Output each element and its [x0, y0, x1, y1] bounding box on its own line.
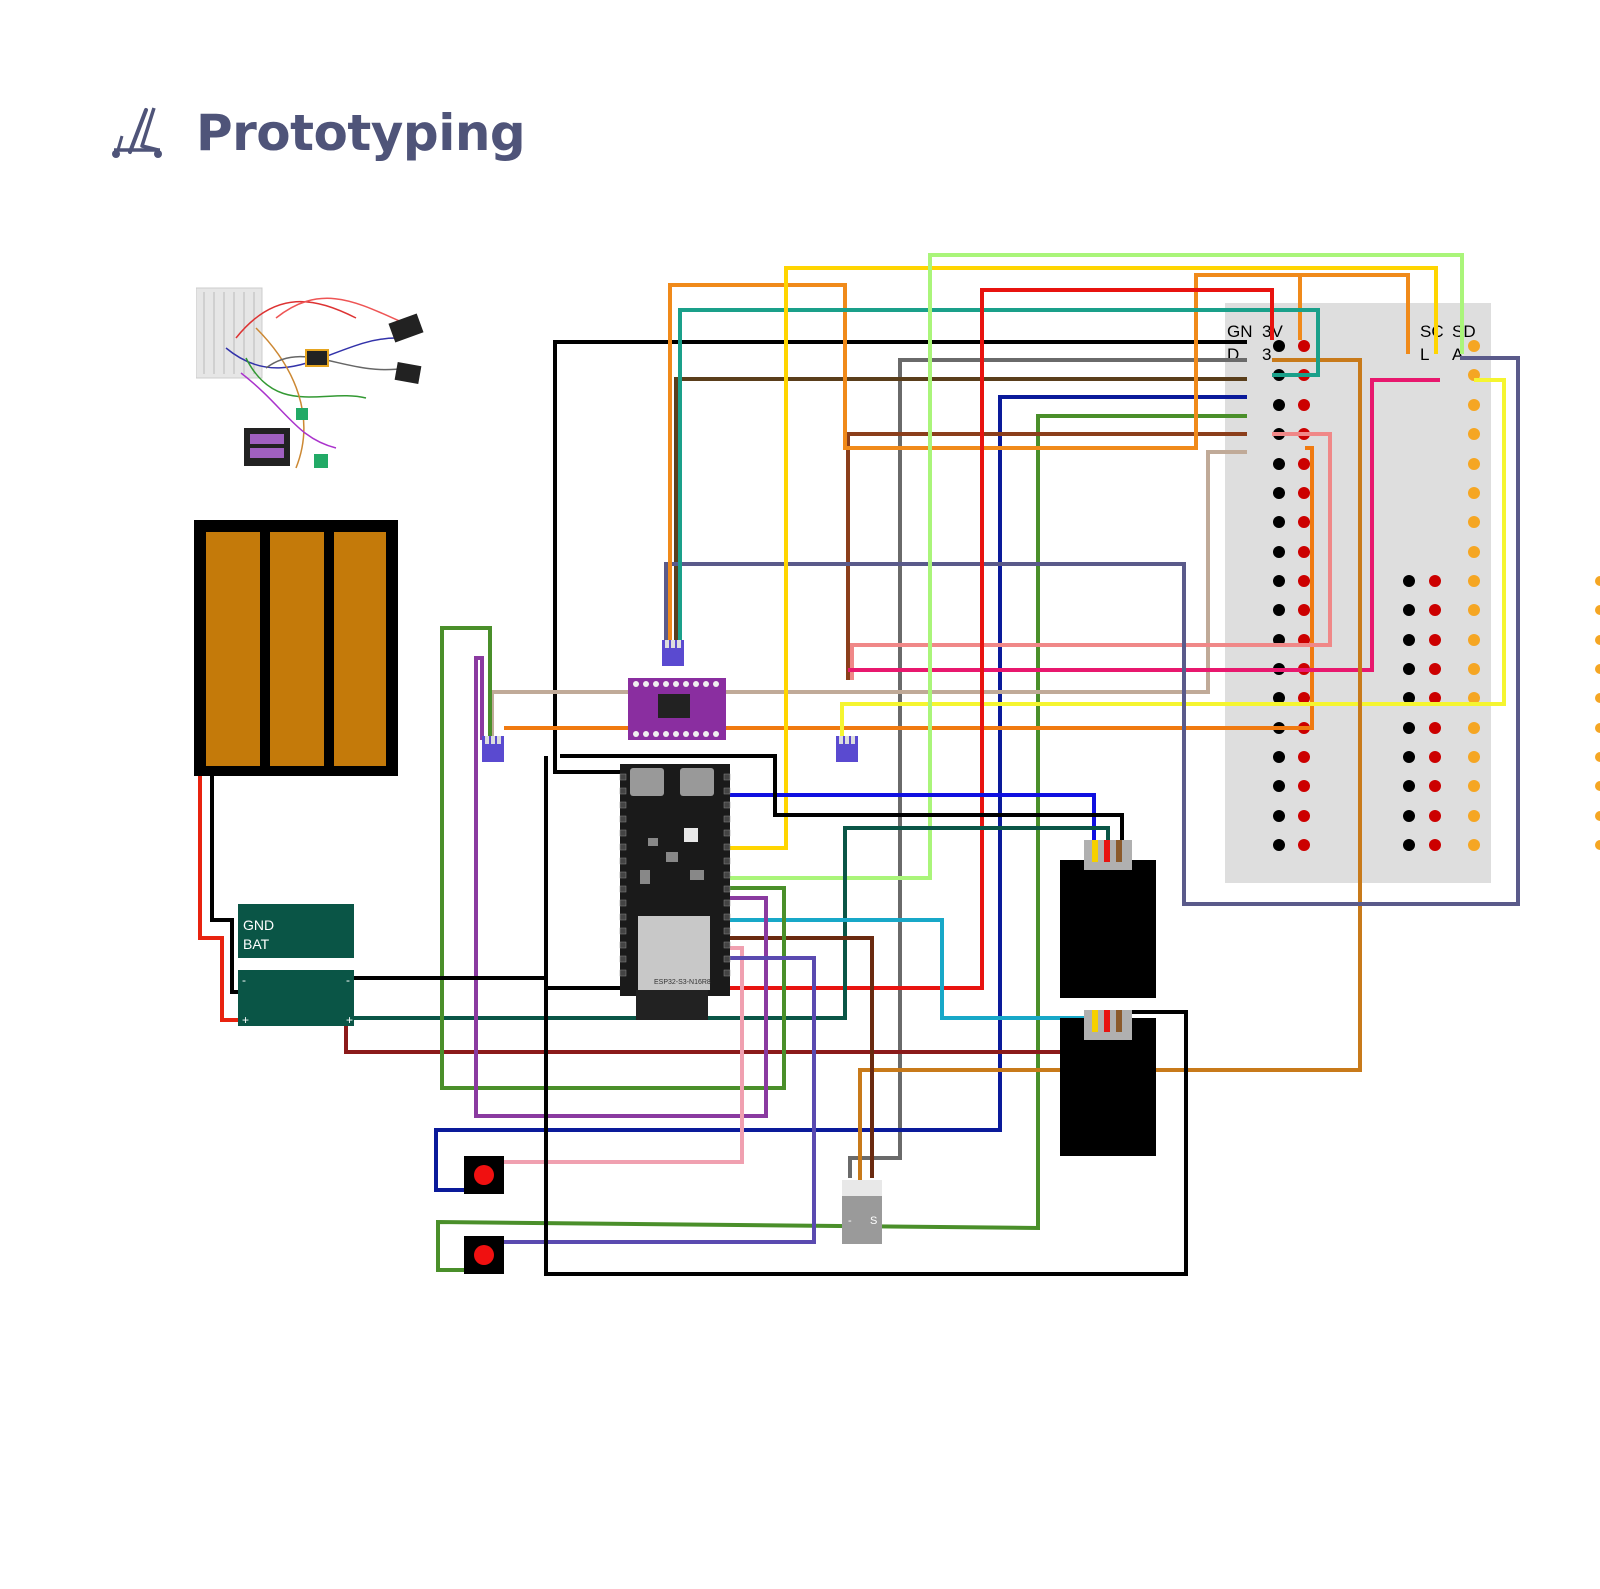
- wires: [198, 253, 1520, 1276]
- connector-top: [662, 640, 684, 666]
- scl-label-2: L: [1420, 345, 1429, 364]
- sensor-breakout-board: [628, 678, 726, 740]
- slate-wire: [664, 356, 1520, 906]
- blue-wire: [730, 793, 1096, 850]
- lavender-wire: [500, 956, 816, 1244]
- yellow-wire: [730, 266, 1438, 850]
- charger-minus-left: -: [242, 973, 246, 987]
- orange-brown-wire: [858, 358, 1362, 1180]
- charger-bat-label: BAT: [243, 936, 270, 952]
- navy-wire: [434, 395, 1247, 1192]
- esp32-chip-label: ESP32-S3-N16R8: [654, 979, 711, 986]
- push-button-bottom: [464, 1236, 504, 1274]
- teal-wire: [678, 308, 1320, 640]
- servo-bottom: [1060, 1010, 1156, 1156]
- maroon-wire: [344, 1018, 1110, 1054]
- sensor-minus-label: -: [848, 1215, 852, 1227]
- brown-dark-wire: [674, 377, 1247, 640]
- charger-minus-right: -: [346, 973, 350, 987]
- push-button-top: [464, 1156, 504, 1194]
- battery-red-wire: [198, 776, 240, 1022]
- brown-wire: [846, 432, 1247, 680]
- gnd-black-wire: [553, 340, 1247, 774]
- battery-holder: [194, 520, 398, 776]
- ground-loop-wire: [544, 756, 1188, 1276]
- servo-top: [1060, 840, 1156, 998]
- red-wire: [730, 288, 1274, 990]
- prototype-photo: [195, 278, 432, 488]
- prototype-cart-icon: [108, 106, 168, 162]
- connector-left: [482, 736, 504, 762]
- charger-module-bottom: - - + +: [238, 970, 354, 1027]
- pink-wire: [500, 946, 744, 1164]
- cyan-wire: [730, 918, 1094, 1020]
- brown-mid-wire: [730, 936, 874, 1178]
- servo-black-wire: [560, 754, 1124, 850]
- orange-loop-wire: [668, 273, 1302, 640]
- battery-black-wire: [210, 776, 240, 994]
- board-gnd-wire: [354, 976, 620, 990]
- orange-wire-2: [1196, 273, 1410, 354]
- scl-label: SC: [1420, 322, 1444, 341]
- esp32-board: ESP32-S3-N16R8: [619, 764, 731, 1020]
- sensor-signal-label: S: [870, 1215, 877, 1227]
- orange-wire: [504, 446, 1314, 730]
- charger-plus-left: +: [242, 1013, 249, 1027]
- breadboard-holes-left: [1273, 340, 1310, 851]
- breadboard-holes-right: [1403, 340, 1480, 851]
- three-pin-sensor: - S: [842, 1180, 882, 1244]
- yellow-bright-wire: [840, 378, 1506, 736]
- charger-plus-right: +: [346, 1013, 353, 1027]
- page-title: Prototyping: [196, 104, 526, 162]
- lightgreen-wire: [730, 253, 1464, 880]
- magenta-wire: [848, 378, 1440, 672]
- gnd-label: GN: [1227, 322, 1253, 341]
- edge-holes: [1595, 576, 1600, 850]
- charger-module-top: GND BAT: [238, 904, 354, 958]
- purple-wire: [474, 656, 768, 1118]
- charger-gnd-label: GND: [243, 917, 274, 933]
- beige-wire: [490, 450, 1247, 740]
- gray-wire: [848, 358, 1247, 1178]
- v3-label-2: 3: [1262, 345, 1271, 364]
- green-left-wire: [440, 626, 786, 1090]
- green-wire: [436, 414, 1247, 1272]
- connector-right: [836, 736, 858, 762]
- salmon-wire: [850, 432, 1332, 680]
